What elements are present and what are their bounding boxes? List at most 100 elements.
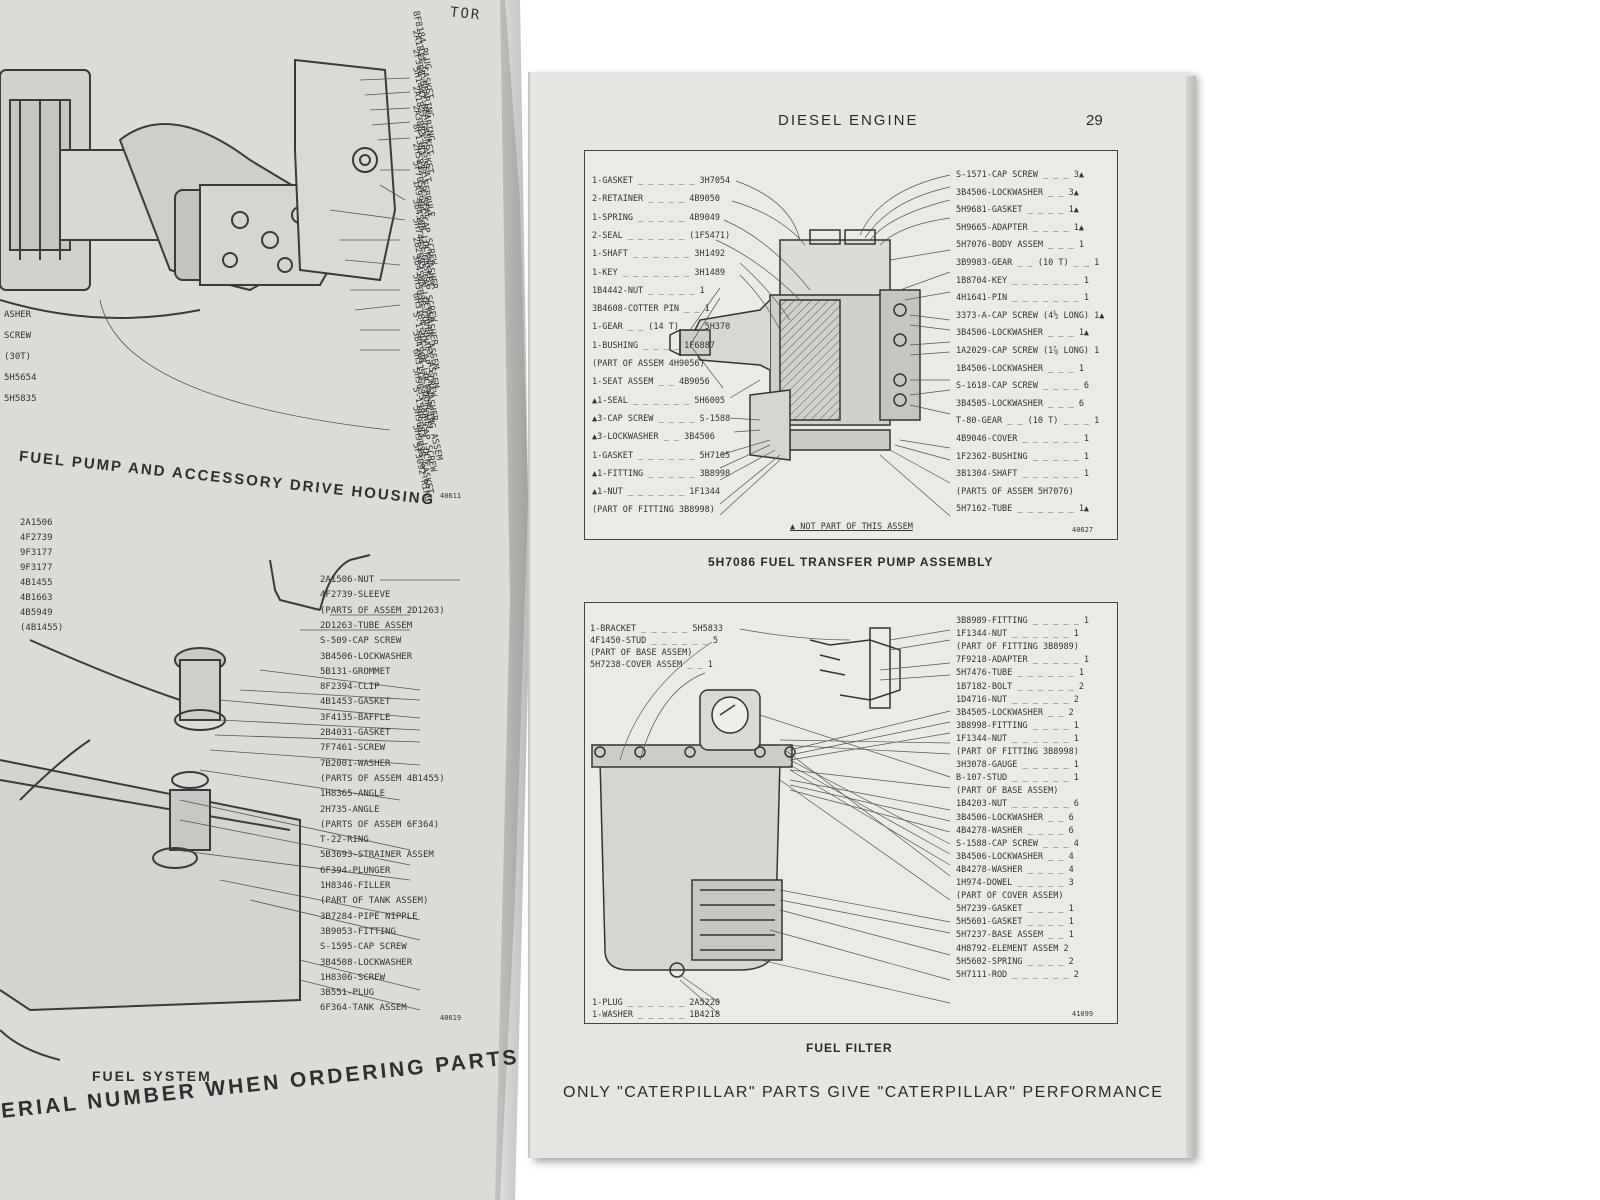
pump-part-label: 3B4506-LOCKWASHER _ _ 3▲ (956, 187, 1079, 198)
left-part-label: 8F2394-CLIP (320, 682, 380, 693)
left-part-label: 5B3693-STRAINER ASSEM (320, 850, 434, 861)
filter-part-label: 1-WASHER _ _ _ _ _ 1B4218 (592, 1010, 720, 1020)
filter-part-label: 5H5601-GASKET _ _ _ _ 1 (956, 917, 1074, 928)
left-part-label: 9F3177 (20, 548, 53, 558)
pump-part-label: (PART OF FITTING 3B8998) (592, 505, 715, 516)
filter-part-label: 3B4505-LOCKWASHER _ _ 2 (956, 707, 1074, 718)
pump-part-label: 1-GASKET _ _ _ _ _ _ 3H7054 (592, 176, 731, 186)
filter-part-label: 5H5602-SPRING _ _ _ _ 2 (956, 956, 1074, 967)
left-part-label: 2H735-ANGLE (320, 804, 380, 815)
filter-part-label: 3H3078-GAUGE _ _ _ _ _ 1 (956, 760, 1079, 771)
pump-part-label: 1-SPRING _ _ _ _ _ 4B9049 (592, 212, 720, 223)
pump-part-label: S-1571-CAP SCREW _ _ _ 3▲ (956, 170, 1084, 180)
pump-part-label: S-1618-CAP SCREW _ _ _ _ 6 (956, 381, 1090, 392)
pump-part-label: 1-KEY _ _ _ _ _ _ _ 3H1489 (592, 267, 726, 278)
filter-part-label: B-107-STUD _ _ _ _ _ _ 1 (956, 773, 1079, 784)
left-upper-fig-number: 40611 (440, 492, 462, 500)
filter-part-label: 5H7239-GASKET _ _ _ _ 1 (956, 904, 1074, 915)
pump-part-label: 1A2029-CAP SCREW (1⅞ LONG) 1 (956, 346, 1100, 356)
pump-part-label: 1F2362-BUSHING _ _ _ _ _ 1 (956, 451, 1090, 462)
filter-part-label: 3B8998-FITTING _ _ _ _ 1 (956, 720, 1079, 731)
pump-part-label: 3B4506-LOCKWASHER _ _ _ 1▲ (956, 328, 1090, 339)
filter-part-label: (PART OF COVER ASSEM) (956, 891, 1064, 902)
left-part-label: 6F364-TANK ASSEM (320, 1003, 407, 1014)
filter-part-label: 4B4278-WASHER _ _ _ _ 6 (956, 825, 1074, 836)
pump-part-label: 1B8704-KEY _ _ _ _ _ _ _ 1 (956, 275, 1090, 286)
filter-part-label: 5H7111-ROD _ _ _ _ _ _ 2 (956, 969, 1079, 980)
pump-part-label: (PART OF ASSEM 4H9056) (592, 359, 705, 369)
left-part-label: 4B1453-GASKET (320, 697, 391, 708)
left-part-label: 4B5949 (20, 608, 53, 618)
pump-part-label: 5H7162-TUBE _ _ _ _ _ _ 1▲ (956, 504, 1090, 515)
filter-part-label: 3B4506-LOCKWASHER _ _ 6 (956, 812, 1074, 823)
left-part-label: 1H8365-ANGLE (320, 789, 386, 800)
pump-part-label: ▲1-SEAL _ _ _ _ _ _ 5H6005 (592, 395, 726, 406)
left-lower-fig-number: 40619 (440, 1014, 462, 1022)
left-part-label: (PART OF TANK ASSEM) (320, 896, 429, 907)
left-part-label: (PARTS OF ASSEM 6F364) (320, 819, 440, 830)
left-part-label: 4B1455 (20, 578, 53, 588)
left-part-label: (PARTS OF ASSEM 2D1263) (320, 605, 445, 616)
filter-part-label: 1B7182-BOLT _ _ _ _ _ _ 2 (956, 681, 1084, 692)
pump-part-label: 1-SHAFT _ _ _ _ _ _ 3H1492 (592, 249, 726, 260)
filter-part-label: 3B4506-LOCKWASHER _ _ 4 (956, 851, 1074, 862)
pump-part-label: 5H7076-BODY ASSEM _ _ _ 1 (956, 240, 1084, 251)
left-part-label: 3B9053-FITTING (320, 926, 396, 937)
left-part-label: 2D1263-TUBE ASSEM (320, 620, 413, 631)
left-part-label: 2A1506 (20, 518, 53, 528)
filter-part-label: S-1588-CAP SCREW _ _ _ 4 (956, 838, 1079, 849)
page-footer: ONLY "CATERPILLAR" PARTS GIVE "CATERPILL… (563, 1084, 1164, 1101)
left-part-label: 7F7461-SCREW (320, 743, 386, 754)
filter-part-label: (PART OF BASE ASSEM) (590, 648, 693, 658)
left-part-label: 3F4135-BAFFLE (320, 712, 391, 723)
pump-part-label: 5H9665-ADAPTER _ _ _ _ 1▲ (956, 222, 1084, 233)
left-part-label: 5H5654 (4, 373, 37, 383)
left-part-label: 3B4508-LOCKWASHER (320, 957, 413, 968)
filter-part-label: 1-PLUG _ _ _ _ _ _ 2A5220 (592, 998, 720, 1008)
filter-part-label: 1B4203-NUT _ _ _ _ _ _ 6 (956, 799, 1079, 810)
pump-part-label: 1-SEAT ASSEM _ _ 4B9056 (592, 377, 710, 388)
left-part-label: T-22-RING (320, 835, 369, 846)
pump-part-label: 1B4442-NUT _ _ _ _ _ 1 (592, 285, 705, 296)
filter-part-label: 1-BRACKET _ _ _ _ _ 5H5833 (590, 624, 724, 634)
pump-part-label: T-80-GEAR _ _ (10 T) _ _ _ 1 (956, 416, 1100, 427)
pump-part-label: 3B4608-COTTER PIN _ _ 1 (592, 304, 710, 315)
pump-part-label: 4H1641-PIN _ _ _ _ _ _ _ 1 (956, 293, 1090, 304)
filter-part-label: 1D4716-NUT _ _ _ _ _ _ 2 (956, 694, 1079, 705)
left-part-label: 7B2001-WASHER (320, 758, 391, 769)
pump-part-label: 3373-A-CAP SCREW (4½ LONG) 1▲ (956, 310, 1105, 321)
left-part-label: S-509-CAP SCREW (320, 636, 402, 647)
filter-part-label: 1F1344-NUT _ _ _ _ _ _ 1 (956, 629, 1079, 640)
pump-part-label: 1-GEAR _ _ (14 T) _ _ 5H370 (592, 322, 731, 333)
pump-caption: 5H7086 FUEL TRANSFER PUMP ASSEMBLY (708, 555, 994, 569)
page-number: 29 (1086, 112, 1103, 129)
pump-part-label: 2-SEAL _ _ _ _ _ _ (1F5471) (592, 230, 731, 241)
pump-part-label: ▲3-CAP SCREW _ _ _ _ S-1588 (592, 413, 731, 424)
pump-part-label: 1-BUSHING _ _ _ _ 1F6887 (592, 340, 715, 351)
filter-part-label: 1F1344-NUT _ _ _ _ _ _ 1 (956, 733, 1079, 744)
filter-part-label: (PART OF FITTING 3B8998) (956, 747, 1079, 757)
pump-note: ▲ NOT PART OF THIS ASSEM (790, 522, 913, 532)
left-part-label: 1H8306-SCREW (320, 972, 386, 983)
pump-part-label: 3B1304-SHAFT _ _ _ _ _ _ 1 (956, 469, 1090, 480)
filter-caption: FUEL FILTER (806, 1041, 893, 1055)
left-part-label: 9F3177 (20, 563, 53, 573)
filter-part-label: (PART OF BASE ASSEM) (956, 786, 1059, 797)
filter-part-label: 4B4278-WASHER _ _ _ _ 4 (956, 864, 1074, 875)
pump-part-label: 1B4506-LOCKWASHER _ _ _ 1 (956, 363, 1084, 374)
left-part-label: 4F2739 (20, 533, 53, 543)
left-part-label: (4B1455) (20, 623, 64, 633)
left-part-label: 2B4031-GASKET (320, 728, 391, 738)
left-part-label: S-1595-CAP SCREW (320, 942, 407, 953)
left-part-label: 4F2739-SLEEVE (320, 590, 391, 601)
filter-part-label: 5H7238-COVER ASSEM _ _ 1 (590, 660, 713, 670)
pump-part-label: ▲1-NUT _ _ _ _ _ _ 1F1344 (592, 487, 720, 498)
pump-part-label: 3B9983-GEAR _ _ (10 T) _ _ 1 (956, 258, 1100, 268)
fuel-system-caption: FUEL SYSTEM (92, 1068, 212, 1084)
pump-part-label: (PARTS OF ASSEM 5H7076) (956, 486, 1074, 497)
left-part-label: 5H5835 (4, 394, 37, 404)
filter-part-label: 5H7476-TUBE _ _ _ _ _ _ 1 (956, 668, 1084, 679)
pump-part-label: 2-RETAINER _ _ _ _ 4B9050 (592, 194, 720, 205)
left-part-label: SCREW (4, 331, 32, 341)
left-part-label: 3B7284-PIPE NIPPLE (320, 911, 418, 922)
